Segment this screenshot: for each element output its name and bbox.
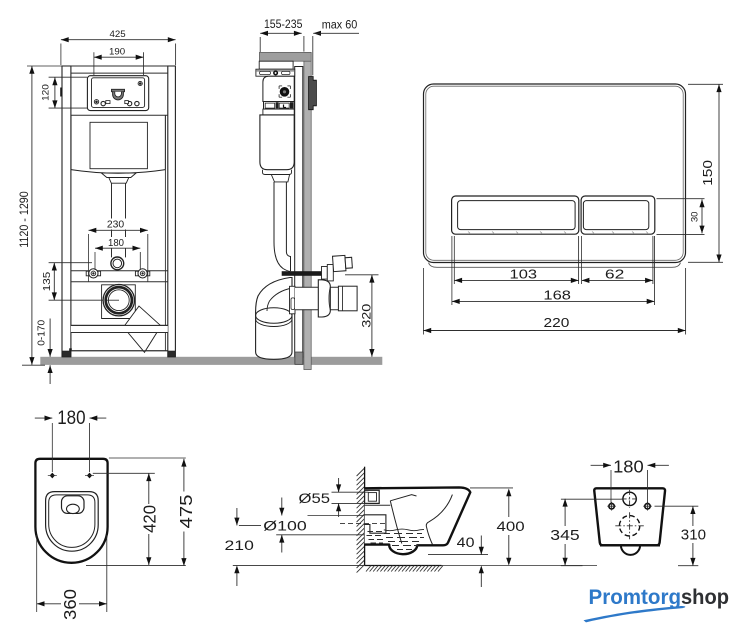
svg-text:Ø55: Ø55	[299, 491, 331, 506]
svg-text:0-170: 0-170	[37, 319, 48, 346]
svg-text:135: 135	[42, 271, 53, 291]
svg-text:40: 40	[457, 535, 475, 550]
svg-text:max 60: max 60	[322, 20, 358, 32]
svg-text:180: 180	[613, 457, 644, 477]
svg-text:190: 190	[109, 46, 125, 57]
svg-text:Ø100: Ø100	[263, 519, 306, 534]
svg-text:168: 168	[543, 288, 571, 303]
svg-text:180: 180	[57, 408, 85, 429]
svg-text:320: 320	[360, 303, 374, 327]
svg-text:400: 400	[497, 519, 525, 534]
svg-text:120: 120	[41, 84, 52, 101]
svg-text:360: 360	[60, 589, 80, 620]
svg-text:155-235: 155-235	[264, 19, 303, 31]
svg-text:180: 180	[108, 238, 125, 249]
svg-text:345: 345	[550, 528, 579, 544]
svg-text:shop: shop	[681, 585, 729, 609]
svg-text:420: 420	[140, 505, 160, 533]
svg-text:220: 220	[544, 315, 570, 330]
svg-text:30: 30	[689, 212, 699, 223]
svg-text:210: 210	[225, 538, 254, 553]
svg-text:425: 425	[110, 29, 126, 40]
svg-text:310: 310	[681, 528, 706, 544]
svg-text:62: 62	[605, 267, 624, 282]
svg-text:230: 230	[107, 220, 125, 231]
svg-text:475: 475	[176, 495, 196, 529]
svg-text:103: 103	[510, 267, 538, 282]
svg-text:1120 - 1290: 1120 - 1290	[17, 191, 31, 248]
svg-text:150: 150	[700, 160, 715, 186]
svg-text:Promtorg: Promtorg	[589, 585, 682, 609]
